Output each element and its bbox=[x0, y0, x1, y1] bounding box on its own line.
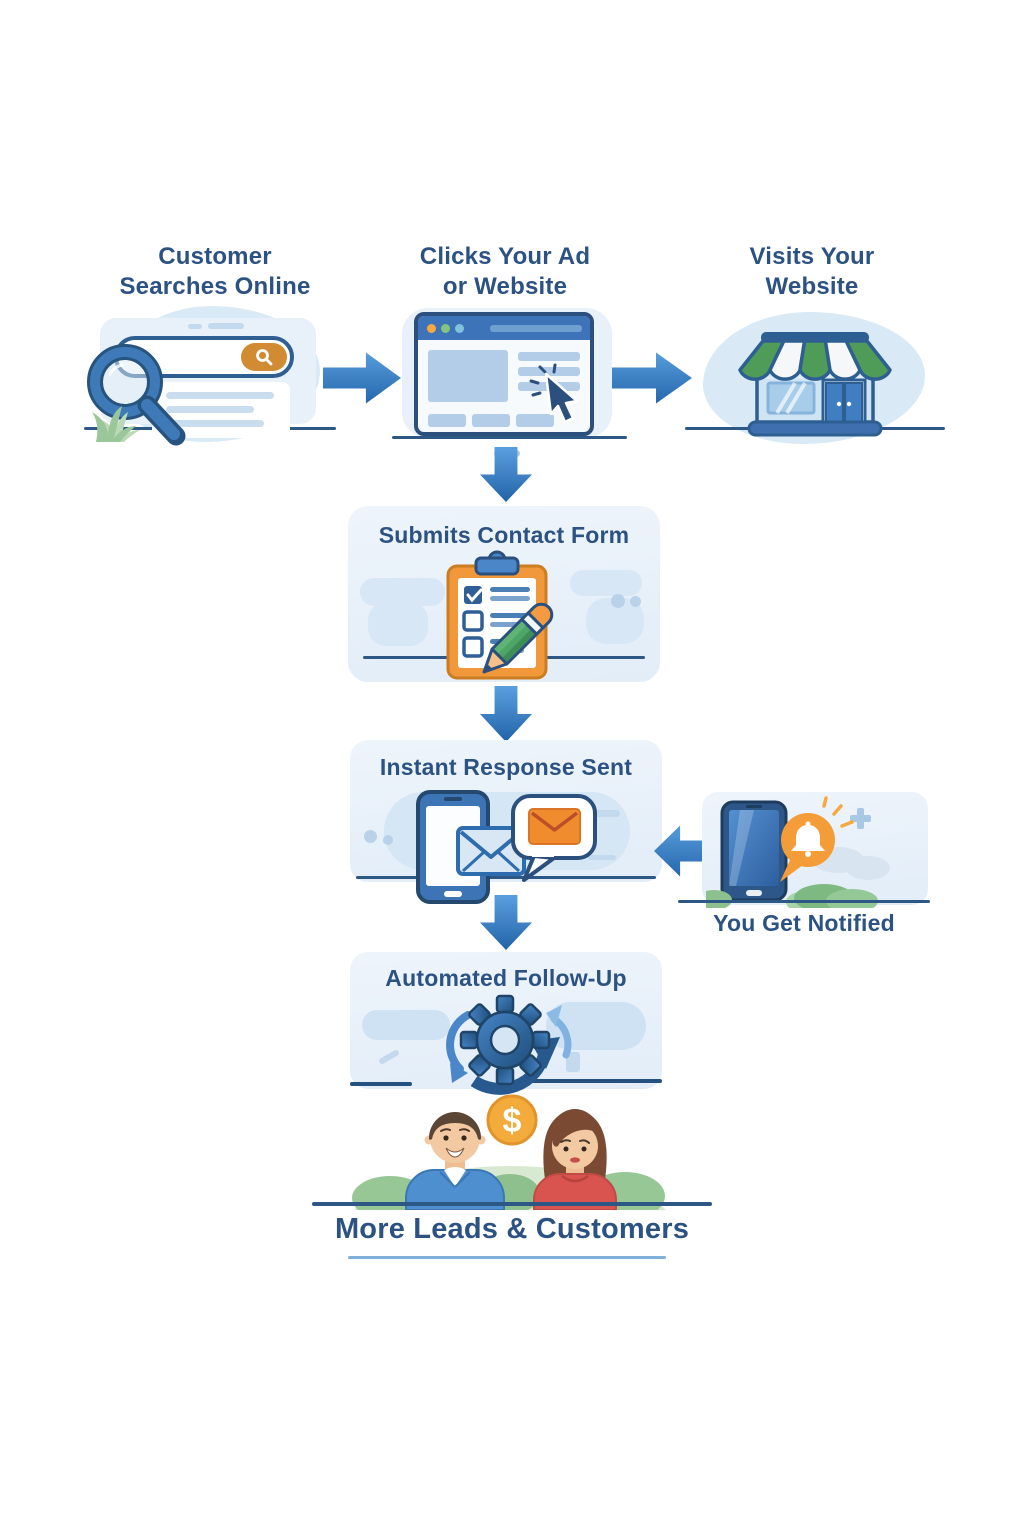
decor-dash bbox=[188, 324, 202, 329]
decor-dash bbox=[588, 855, 616, 860]
man-figure bbox=[405, 1112, 505, 1210]
address-bar bbox=[490, 325, 582, 332]
title-automated-followup: Automated Follow-Up bbox=[385, 965, 627, 991]
plus-icon bbox=[850, 808, 871, 829]
bell-icon bbox=[791, 821, 825, 857]
decor-dash bbox=[566, 1052, 580, 1072]
content-block bbox=[472, 414, 510, 427]
text-line bbox=[518, 367, 580, 376]
content-block bbox=[428, 414, 466, 427]
search-illustration bbox=[84, 300, 337, 458]
cursor-icon bbox=[529, 363, 579, 424]
bush-icon bbox=[706, 890, 732, 908]
ground-line bbox=[678, 900, 930, 903]
title-instant-response: Instant Response Sent bbox=[379, 754, 633, 780]
ground-line bbox=[312, 1202, 712, 1206]
response-illustration bbox=[416, 790, 597, 904]
title-you-get-notified: You Get Notified bbox=[713, 910, 895, 936]
window-dot-green bbox=[441, 324, 450, 333]
woman-figure bbox=[533, 1109, 617, 1210]
content-block bbox=[516, 414, 554, 427]
decor-underline bbox=[348, 1256, 666, 1259]
decor-dot bbox=[611, 594, 625, 608]
ground-line bbox=[527, 1079, 662, 1083]
phone-icon bbox=[720, 800, 788, 902]
arrow-right-icon bbox=[612, 352, 692, 404]
panel-contact-form: Submits Contact Form bbox=[348, 506, 660, 682]
window-dot-teal bbox=[455, 324, 464, 333]
dollar-coin-icon: $ bbox=[486, 1094, 538, 1146]
title-visits-website: Visits Your Website bbox=[749, 243, 875, 300]
title-contact-form: Submits Contact Form bbox=[378, 522, 630, 548]
text-line bbox=[166, 406, 254, 413]
people-illustration: $ bbox=[352, 1094, 666, 1210]
text-line bbox=[166, 420, 264, 427]
notification-bubble bbox=[780, 813, 835, 882]
decor-dot bbox=[630, 596, 641, 607]
decor-dash bbox=[208, 323, 244, 329]
content-block bbox=[428, 350, 508, 402]
decor-cloud bbox=[570, 570, 642, 596]
search-icon bbox=[256, 349, 273, 366]
speech-bubble-icon bbox=[511, 794, 597, 882]
automation-illustration bbox=[446, 994, 572, 1095]
search-button bbox=[241, 343, 287, 371]
ground-line bbox=[392, 436, 627, 439]
decor-cloud bbox=[362, 1010, 450, 1040]
rays-icon bbox=[822, 796, 854, 828]
browser-illustration bbox=[392, 298, 627, 466]
decor-dash bbox=[578, 810, 620, 817]
decor-dot bbox=[364, 830, 377, 843]
grass-icon bbox=[92, 406, 140, 442]
title-clicks-ad: Clicks Your Ad or Website bbox=[419, 243, 591, 300]
magnifier-icon bbox=[87, 344, 186, 446]
pencil-icon bbox=[482, 602, 554, 674]
browser-titlebar bbox=[418, 316, 590, 340]
bush-icon bbox=[786, 884, 878, 908]
title-more-leads: More Leads & Customers bbox=[334, 1213, 690, 1245]
decor-dash bbox=[377, 1048, 401, 1066]
decor-cloud bbox=[368, 602, 428, 646]
ground-line bbox=[350, 1082, 412, 1086]
decor-cloud bbox=[360, 578, 445, 606]
text-line bbox=[166, 392, 274, 399]
text-line bbox=[518, 352, 580, 361]
ground-line bbox=[356, 876, 656, 879]
notification-illustration bbox=[706, 796, 890, 908]
search-bar bbox=[114, 336, 294, 378]
orange-envelope-icon bbox=[528, 808, 581, 845]
clipboard-icon bbox=[446, 550, 554, 680]
decor-dot bbox=[383, 835, 393, 845]
title-customer-searches: Customer Searches Online bbox=[119, 243, 311, 300]
storefront-icon bbox=[738, 332, 892, 437]
window-dot-orange bbox=[427, 324, 436, 333]
storefront-illustration bbox=[685, 300, 945, 455]
dollar-symbol: $ bbox=[503, 1102, 522, 1140]
